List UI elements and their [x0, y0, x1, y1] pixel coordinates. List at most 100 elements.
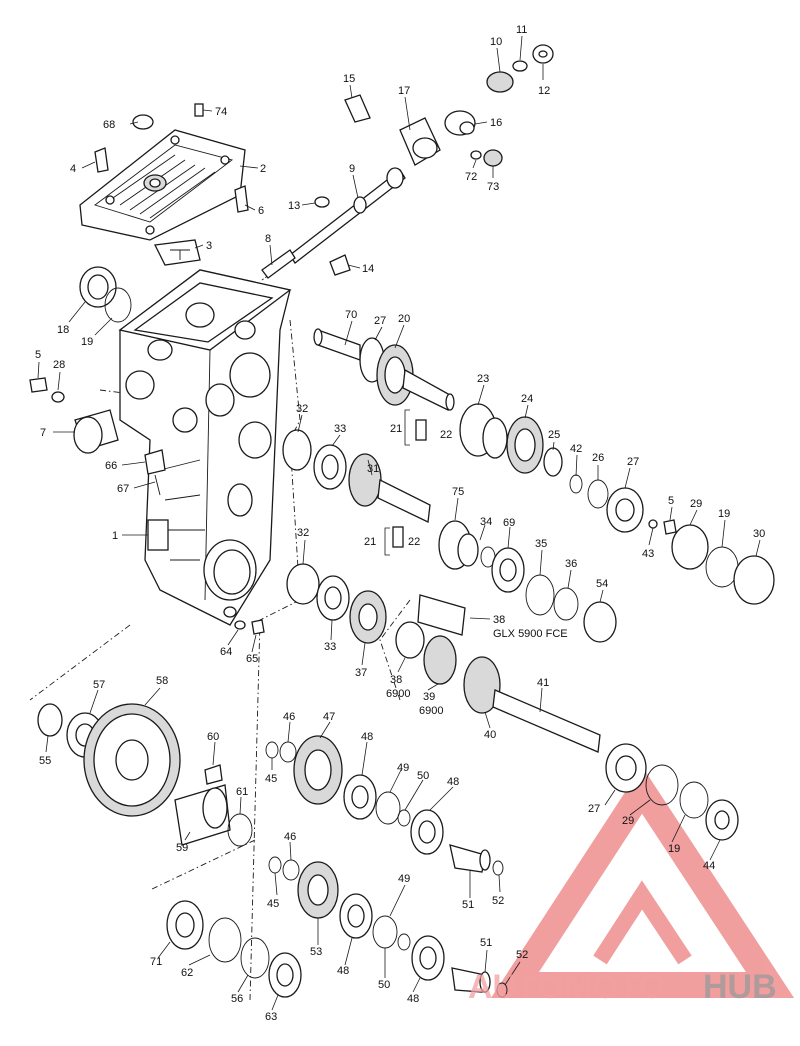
- callout: 55: [39, 755, 51, 767]
- leader-lines: [37, 35, 761, 1011]
- callout: 44: [703, 860, 715, 872]
- callout: 14: [362, 263, 374, 275]
- callout: 4: [70, 163, 76, 175]
- callout: 51: [480, 937, 492, 949]
- callout: 11: [516, 24, 527, 36]
- callout: 27: [627, 456, 639, 468]
- callout: 2: [260, 163, 266, 175]
- gear-row: [286, 563, 601, 753]
- callout: 41: [537, 677, 549, 689]
- callout: 27: [374, 315, 386, 327]
- callout: 62: [181, 967, 193, 979]
- callout: 56: [231, 993, 243, 1005]
- callout: 5: [668, 495, 674, 507]
- callout: 7: [40, 427, 46, 439]
- callout: 68: [103, 119, 115, 131]
- callout: 26: [592, 452, 604, 464]
- callout: 67: [117, 483, 129, 495]
- callout: 61: [236, 786, 248, 798]
- callout: 29: [622, 815, 634, 827]
- callout: 24: [521, 393, 533, 405]
- callout: 19: [81, 336, 93, 348]
- variant-note-38: 6900: [386, 688, 410, 700]
- callout: 72: [465, 171, 477, 183]
- callout: 28: [53, 359, 65, 371]
- callout: 27: [588, 803, 600, 815]
- callout: 58: [156, 675, 168, 687]
- callout: 46: [284, 831, 296, 843]
- callout: 25: [548, 429, 560, 441]
- callout: 13: [288, 200, 300, 212]
- callout: 48: [337, 965, 349, 977]
- callout: 48: [407, 993, 419, 1005]
- callout: 50: [378, 979, 390, 991]
- callout: 22: [440, 429, 452, 441]
- callout: 70: [345, 309, 357, 321]
- watermark-logo: [491, 766, 795, 998]
- callout: 35: [535, 538, 547, 550]
- callout: 54: [596, 578, 608, 590]
- callout: 42: [570, 443, 582, 455]
- callout: 66: [105, 460, 117, 472]
- lower-left-parts: [37, 619, 265, 847]
- callout: 47: [323, 711, 335, 723]
- callout: 31: [367, 463, 379, 475]
- callout: 32: [297, 527, 309, 539]
- callout: 10: [490, 36, 502, 48]
- callout: 1: [112, 530, 118, 542]
- callout: 73: [487, 181, 499, 193]
- top-cover: [79, 129, 246, 266]
- callout: 23: [477, 373, 489, 385]
- callout: 71: [150, 956, 162, 968]
- callout: 65: [246, 653, 258, 665]
- callout: 32: [296, 403, 308, 415]
- callout: 38: [390, 674, 402, 686]
- callout: 16: [490, 117, 502, 129]
- callout: 3: [206, 240, 212, 252]
- callout: 49: [398, 873, 410, 885]
- callout: 52: [492, 895, 504, 907]
- variant-note-glx: GLX 5900 FCE: [493, 628, 568, 640]
- callout: 17: [398, 85, 410, 97]
- callout: 20: [398, 313, 410, 325]
- callout: 34: [480, 516, 492, 528]
- callout: 59: [176, 842, 188, 854]
- lower-bottom-parts: [166, 900, 302, 998]
- callout: 45: [265, 773, 277, 785]
- callout: 69: [503, 517, 515, 529]
- callout: 18: [57, 324, 69, 336]
- callout: 49: [397, 762, 409, 774]
- callout: 43: [642, 548, 654, 560]
- callout: 37: [355, 667, 367, 679]
- callout: 5: [35, 349, 41, 361]
- callout: 40: [484, 729, 496, 741]
- callout: 46: [283, 711, 295, 723]
- callout-labels: 10 11 12 15 17 16 68 74 4 2 9 72 73 13 6…: [35, 24, 765, 1023]
- callout: 21: [390, 423, 402, 435]
- callout: 33: [324, 641, 336, 653]
- input-shaft: [313, 328, 455, 411]
- callout: 8: [265, 233, 271, 245]
- transmission-housing: [118, 269, 292, 626]
- callout: 30: [753, 528, 765, 540]
- callout: 21: [364, 536, 376, 548]
- callout: 52: [516, 949, 528, 961]
- callout: 50: [417, 770, 429, 782]
- callout: 33: [334, 423, 346, 435]
- callout: 63: [265, 1011, 277, 1023]
- callout: 39: [423, 691, 435, 703]
- callout: 48: [361, 731, 373, 743]
- callout: 19: [668, 843, 680, 855]
- callout: 45: [267, 898, 279, 910]
- callout: 29: [690, 498, 702, 510]
- watermark-brand-part2: HUB: [703, 968, 777, 1006]
- countershaft-parts: [282, 429, 617, 643]
- callout: 12: [538, 85, 550, 97]
- callout: 53: [310, 946, 322, 958]
- variant-notes: GLX 5900 FCE 6900 6900: [386, 628, 568, 717]
- lower-middle-parts: [265, 735, 508, 998]
- callout: 22: [408, 536, 420, 548]
- layshaft-parts: [415, 403, 775, 605]
- shift-fork-shaft: [261, 167, 406, 281]
